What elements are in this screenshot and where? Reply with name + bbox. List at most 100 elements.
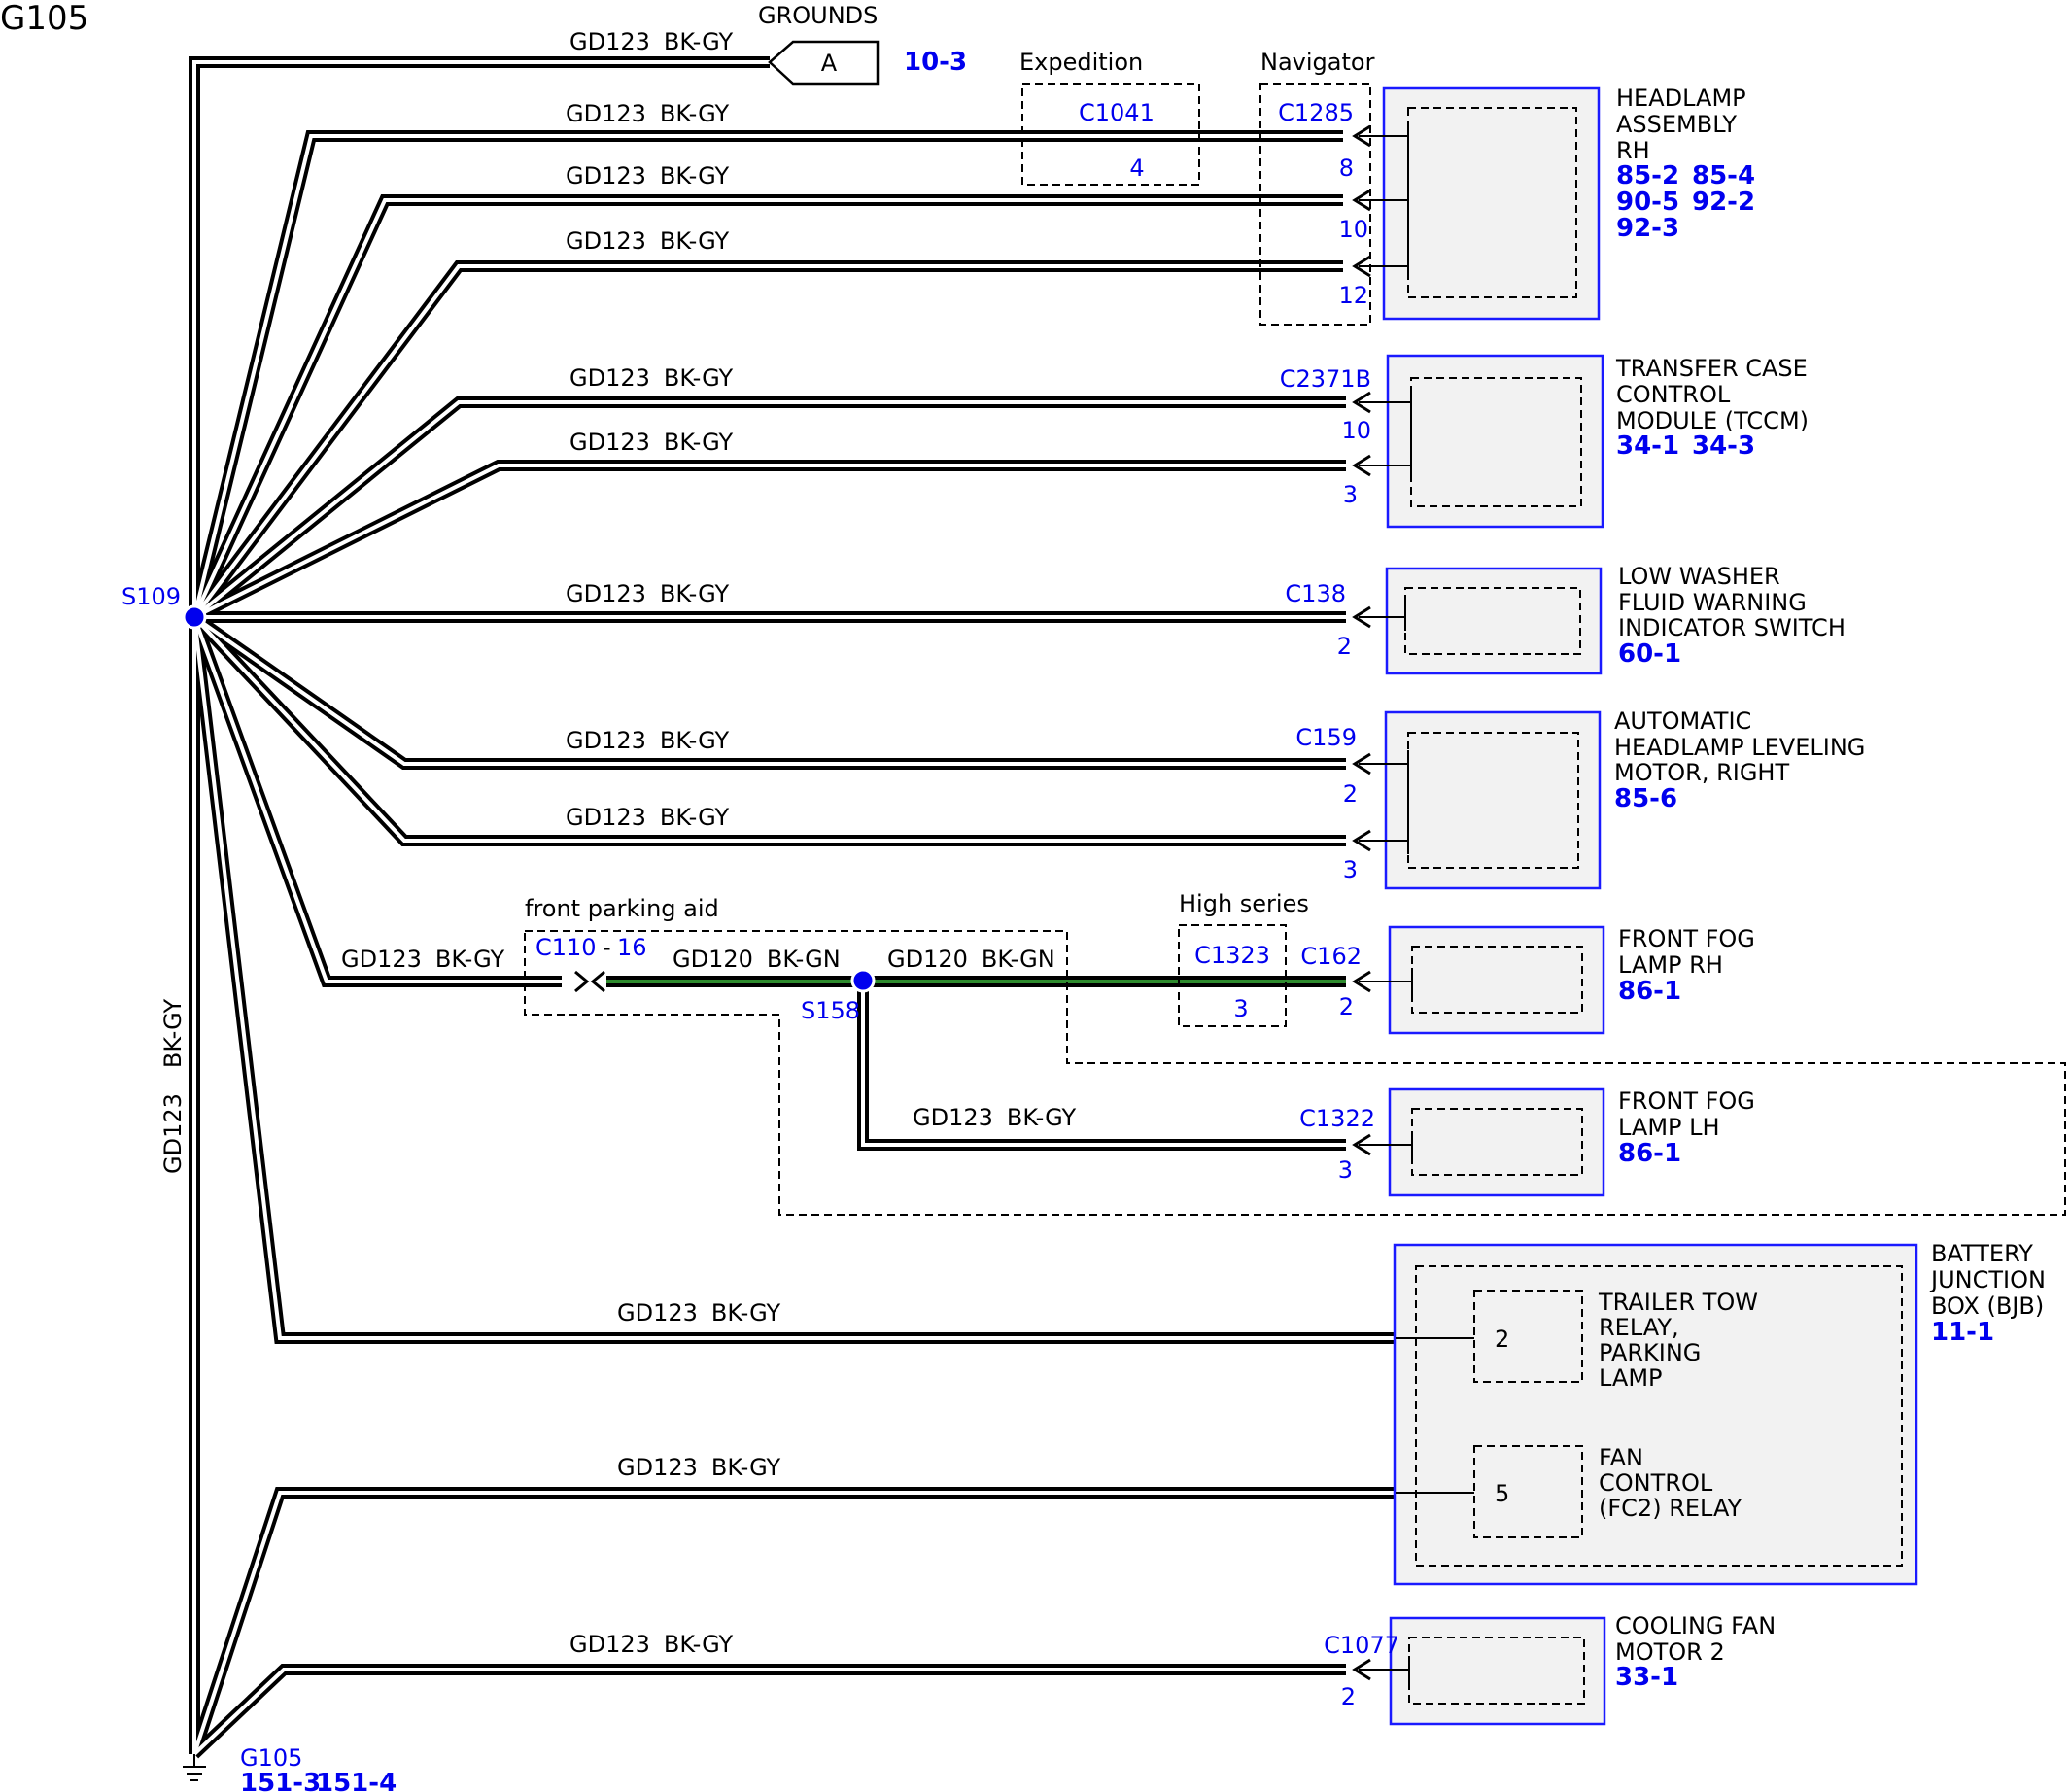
trailer-relay-line2: RELAY, [1599,1314,1679,1341]
svg-text:GD123BK-GY: GD123 BK-GY [569,364,734,392]
wire-color: BK-GY [660,580,730,607]
connector-c1285: C1285 [1278,99,1354,126]
wire-code: GD123 [569,364,650,392]
trailer-relay-line4: LAMP [1599,1364,1663,1392]
cooling-fan-line1: COOLING FAN [1615,1612,1776,1639]
bjb-line3: BOX (BJB) [1931,1292,2044,1320]
connector-c1323: C1323 [1194,942,1270,969]
splice-s109-label: S109 [121,583,181,610]
wire-color: BK-GY [660,162,730,190]
washer-line2: FLUID WARNING [1618,589,1807,616]
page-ref: 60-1 [1618,639,1681,669]
svg-text:GD123BK-GY: GD123 BK-GY [569,1631,734,1658]
option-boxes [524,83,2066,1216]
fan-relay-pin: 5 [1495,1480,1509,1507]
wire-code: GD123 [566,804,646,831]
page-ref: 92-3 [1616,214,1679,243]
component-labels: HEADLAMP ASSEMBLY RH 85-2 85-4 90-5 92-2… [1495,85,2046,1692]
pin-foglh-3: 3 [1338,1156,1353,1184]
wire-color: BK-GY [664,1631,734,1658]
pin-fan-2: 2 [1341,1683,1356,1710]
wire-code: GD123 [617,1299,698,1327]
splice-s109[interactable] [182,604,207,630]
pin-8: 8 [1339,155,1354,182]
svg-text:GD123BK-GY: GD123 BK-GY [566,804,730,831]
wire-color: BK-GY [664,364,734,392]
pin-12: 12 [1338,282,1368,309]
option-navigator: Navigator [1260,49,1375,76]
pin-tccm-3: 3 [1343,481,1358,508]
wire-color: BK-GY [711,1454,781,1481]
fog-rh-line1: FRONT FOG [1618,925,1755,952]
wire-harness [189,56,1396,1759]
cooling-fan-line2: MOTOR 2 [1615,1638,1725,1666]
connector-labels: C1041 4 C1285 8 10 12 C2371B 10 3 C138 2… [535,99,1399,1710]
splice-s158[interactable] [850,968,876,993]
grounds-connector-letter: A [821,50,838,77]
svg-text:GD123BK-GY: GD123 BK-GY [566,580,730,607]
tccm-line1: TRANSFER CASE [1615,355,1808,382]
pin-10: 10 [1338,216,1368,243]
washer-line3: INDICATOR SWITCH [1618,614,1846,641]
svg-text:GD123BK-GY: GD123BK-GY [341,946,505,973]
connector-c1041-pin: 4 [1129,155,1144,182]
wire-code: GD123 [569,1631,650,1658]
wire-code: GD120 [673,946,753,973]
fog-lh-line2: LAMP LH [1618,1114,1720,1141]
leveling-line1: AUTOMATIC [1614,707,1751,735]
wire-color: BK-GY [1007,1104,1077,1131]
leveling-line3: MOTOR, RIGHT [1614,759,1789,786]
fan-relay-line1: FAN [1599,1444,1643,1471]
grounds-page-ref: 10-3 [904,48,967,77]
ground-icon [183,1754,206,1781]
wire-color: BK-GN [982,946,1055,973]
tccm-line3: MODULE (TCCM) [1616,407,1809,434]
wire-code: GD123 [617,1454,698,1481]
headlamp-rh-line2: ASSEMBLY [1616,111,1737,138]
splices: S109 S158 [121,583,876,1024]
wire-code: GD123 [566,727,646,754]
headlamp-rh-line3: RH [1616,137,1650,164]
wire-code: GD123 [913,1104,993,1131]
wire-code: GD120 [887,946,968,973]
svg-text:GD123BK-GY: GD123 BK-GY [617,1454,781,1481]
wire-color: BK-GN [767,946,841,973]
page-ref: 85-4 [1692,161,1755,190]
wire-code: GD123 [566,100,646,127]
pin-leveling-2: 2 [1343,780,1358,808]
tccm-line2: CONTROL [1616,381,1731,408]
page-title: G105 [0,0,88,38]
connector-c2371b: C2371B [1280,365,1371,393]
pin-leveling-3: 3 [1343,856,1358,883]
connector-terminals [574,124,1372,1681]
wire-color: BK-GY [660,227,730,255]
wire-code: GD123 [569,28,650,55]
fan-relay-line2: CONTROL [1599,1469,1713,1497]
wire-color: BK-GY [660,804,730,831]
trailer-relay-line3: PARKING [1599,1339,1701,1366]
page-ref: 34-3 [1692,431,1755,461]
connector-c1077: C1077 [1324,1632,1399,1659]
ground-ref-2: 151-4 [316,1769,397,1792]
wire-code: GD123 [566,580,646,607]
wire-code: GD123 [566,227,646,255]
trailer-relay-pin: 2 [1495,1326,1509,1353]
connector-c1041: C1041 [1079,99,1155,126]
pin-c1323-3: 3 [1233,995,1248,1022]
page-ref: 90-5 [1616,188,1679,217]
leveling-line2: HEADLAMP LEVELING [1614,734,1865,761]
ground-point-label: G105 [240,1744,302,1772]
page-ref: 85-6 [1614,784,1677,813]
connector-c1322: C1322 [1299,1105,1375,1132]
connector-c110-sep: - [603,934,611,961]
splice-s158-label: S158 [801,997,860,1024]
page-ref: 86-1 [1618,977,1681,1006]
wire-color: BK-GY [660,100,730,127]
svg-text:GD123BK-GY: GD123 BK-GY [913,1104,1077,1131]
trailer-relay-line1: TRAILER TOW [1598,1289,1758,1316]
pin-tccm-10: 10 [1341,417,1371,444]
wire-color: BK-GY [664,28,734,55]
connector-c138: C138 [1285,580,1346,607]
